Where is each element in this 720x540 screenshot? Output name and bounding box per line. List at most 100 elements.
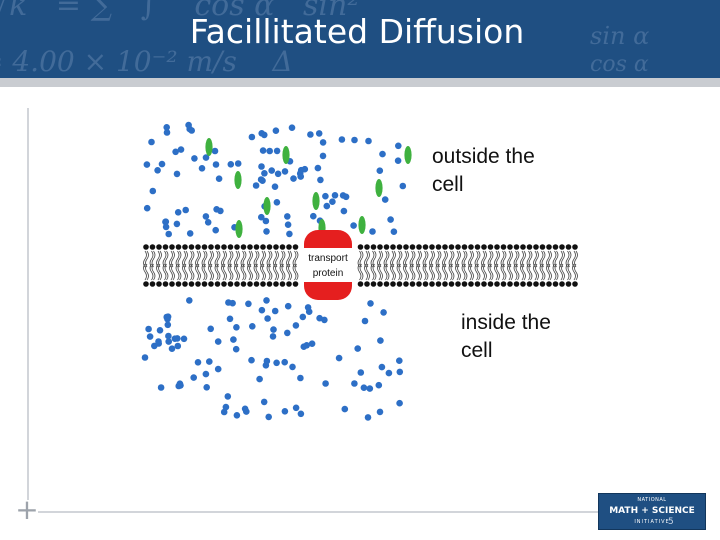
lipid-tail [390, 250, 394, 268]
blue-molecule [157, 384, 165, 391]
blue-molecule [173, 170, 181, 178]
lipid-tail [489, 250, 494, 268]
lipid-tail [429, 250, 433, 268]
lipid-tail [262, 263, 266, 281]
lipid-tail [463, 263, 468, 281]
lipid-tail [377, 250, 381, 268]
lipid-tail [208, 263, 212, 281]
lipid-tail [214, 250, 219, 268]
blue-molecule [292, 322, 300, 329]
lipid-head [461, 244, 468, 250]
blue-molecule [168, 345, 176, 353]
logo-line-initiative: INITIATIVE [634, 519, 670, 525]
blue-molecule [230, 336, 237, 343]
blue-molecule [165, 338, 172, 345]
lipid-head [435, 244, 442, 250]
lipid-head [416, 244, 422, 250]
lipid-head [565, 281, 572, 287]
lipid-tail [357, 250, 362, 268]
blue-molecule [319, 152, 327, 160]
blue-molecule [156, 327, 164, 334]
lipid-head [234, 281, 240, 287]
blue-molecule [145, 325, 152, 333]
blue-molecule [331, 192, 339, 199]
blue-molecule [339, 192, 347, 199]
lipid-tail [528, 263, 533, 281]
lipid-head [175, 281, 182, 287]
blue-molecule [241, 405, 249, 413]
lipid-tail [409, 263, 414, 281]
lipid-tail [372, 250, 377, 268]
blue-molecule [182, 206, 189, 214]
lipid-tail [197, 263, 201, 281]
lipid-head [253, 281, 260, 287]
lipid-tail [496, 263, 500, 281]
lipid-tail [528, 250, 533, 268]
lipid-tail [422, 263, 427, 281]
lipid-tail [483, 250, 487, 268]
lipid-tail [470, 263, 474, 281]
lipid-head [461, 281, 468, 287]
lipid-head [455, 244, 461, 250]
blue-molecule [269, 333, 277, 340]
lipid-tail [383, 250, 388, 268]
lipid-tail [476, 263, 481, 281]
lipid-tail [513, 250, 518, 268]
blue-molecule [284, 213, 291, 220]
lipid-tail [444, 263, 448, 281]
lipid-tail [249, 250, 253, 268]
blue-molecule [258, 163, 265, 170]
blue-molecule [399, 182, 407, 190]
blue-molecule [286, 230, 293, 238]
lipid-tail [216, 263, 221, 281]
lipid-tail [385, 250, 390, 268]
transport-protein: transport protein [303, 230, 353, 300]
lipid-tail [481, 263, 485, 281]
lipid-tail [559, 263, 563, 281]
lipid-tail [273, 250, 277, 268]
lipid-tail [405, 263, 409, 281]
lipid-tail [567, 263, 572, 281]
lipid-tail [424, 250, 429, 268]
blue-molecule [141, 354, 149, 361]
blue-molecule [366, 385, 374, 392]
lipid-head [292, 281, 299, 287]
lipid-head [201, 244, 208, 250]
lipid-head [474, 281, 481, 287]
lipid-head [279, 281, 286, 287]
lipid-head [396, 281, 403, 287]
bottom-decorative-line [38, 511, 598, 513]
blue-molecule [148, 138, 155, 146]
lipid-tail [533, 263, 537, 281]
lipid-head [403, 244, 409, 250]
lipid-tail [411, 250, 416, 268]
header-divider [0, 78, 720, 87]
lipid-tail [559, 250, 563, 268]
blue-molecule [317, 176, 324, 184]
lipid-tail [489, 263, 494, 281]
blue-molecule [310, 212, 317, 220]
lipid-tail [227, 263, 232, 281]
blue-molecule [273, 199, 281, 206]
lipid-tail [487, 263, 492, 281]
blue-molecule [191, 155, 198, 162]
blue-molecule [211, 147, 219, 155]
lipid-head [273, 244, 279, 250]
blue-molecule [361, 317, 369, 325]
blue-molecule [258, 213, 265, 221]
lipid-tail [266, 250, 271, 268]
lipid-tail [496, 250, 500, 268]
blue-molecule [213, 206, 220, 213]
lipid-tail [450, 263, 455, 281]
header-background-formula: = 4.00 × 10⁻² m/s Δ [0, 45, 293, 78]
outside-cell-label: outside the cell [432, 145, 535, 196]
lipid-head [143, 281, 149, 287]
lipid-head [273, 281, 279, 287]
blue-molecule [268, 167, 276, 174]
lipid-tail [249, 263, 253, 281]
blue-molecule [174, 209, 182, 216]
lipid-head [409, 281, 416, 287]
lipid-head [494, 281, 500, 287]
plus-icon: + [15, 493, 39, 526]
lipid-tail [221, 263, 225, 281]
